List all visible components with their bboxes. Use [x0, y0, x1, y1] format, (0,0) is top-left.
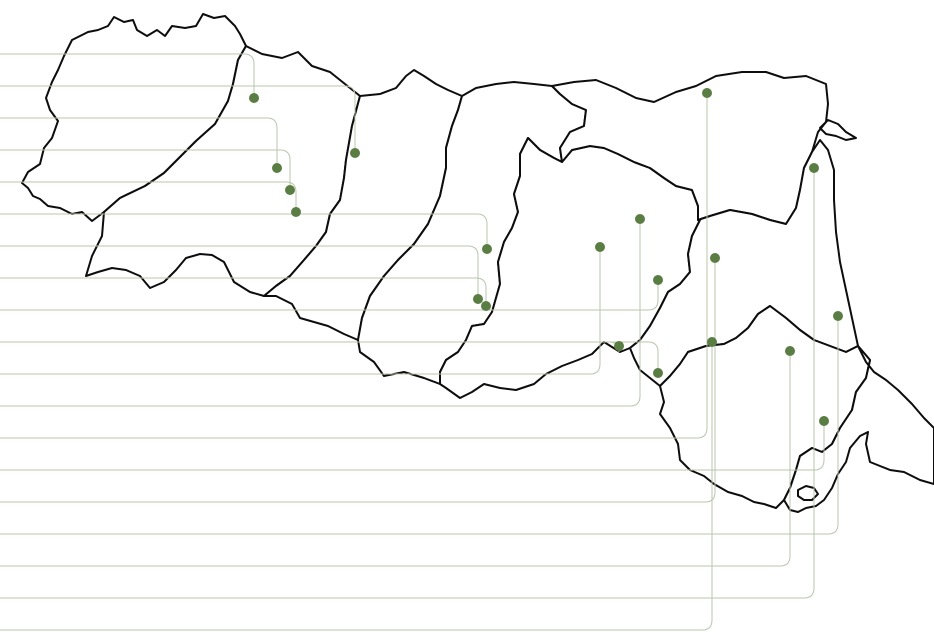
leader-line: [0, 342, 713, 631]
location-marker[interactable]: [653, 368, 663, 378]
location-marker[interactable]: [809, 163, 819, 173]
markers: [249, 88, 843, 426]
leader-line: [0, 53, 255, 98]
leader-line: [0, 245, 479, 299]
location-marker[interactable]: [595, 242, 605, 252]
location-marker[interactable]: [350, 148, 360, 158]
location-marker[interactable]: [614, 341, 624, 351]
leader-line: [0, 85, 356, 153]
leader-line: [0, 117, 278, 168]
location-marker[interactable]: [272, 163, 282, 173]
leader-line: [0, 351, 791, 567]
leader-line: [0, 181, 297, 212]
coastline-detail: [819, 119, 857, 141]
location-marker[interactable]: [285, 185, 295, 195]
location-marker[interactable]: [819, 416, 829, 426]
location-marker[interactable]: [710, 253, 720, 263]
leader-line: [0, 341, 659, 373]
location-marker[interactable]: [833, 311, 843, 321]
leader-line: [0, 93, 708, 439]
location-marker[interactable]: [702, 88, 712, 98]
leader-line: [0, 247, 601, 375]
location-marker[interactable]: [473, 294, 483, 304]
location-marker[interactable]: [653, 275, 663, 285]
leader-line: [0, 277, 487, 306]
leader-line: [0, 280, 659, 311]
leader-lines: [0, 53, 839, 631]
location-marker[interactable]: [785, 346, 795, 356]
leader-line: [0, 213, 488, 249]
leader-line: [0, 219, 641, 407]
leader-line: [0, 168, 815, 599]
location-marker[interactable]: [249, 93, 259, 103]
san-marino-enclave: [797, 485, 819, 501]
location-marker[interactable]: [291, 207, 301, 217]
location-marker[interactable]: [481, 301, 491, 311]
leader-line: [0, 149, 291, 190]
location-marker[interactable]: [482, 244, 492, 254]
location-marker[interactable]: [707, 337, 717, 347]
location-marker[interactable]: [635, 214, 645, 224]
leader-line: [0, 316, 839, 535]
